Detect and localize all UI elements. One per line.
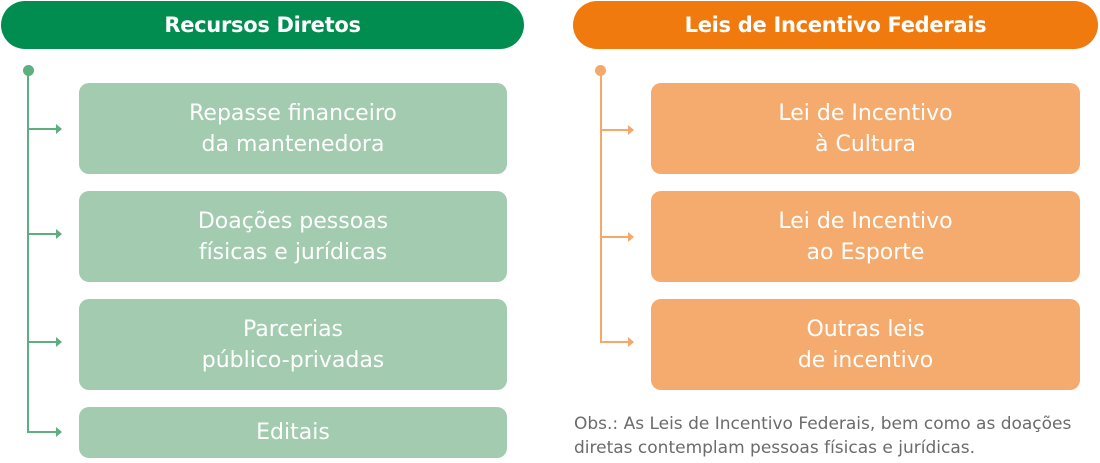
right-tree-trunk [600, 70, 602, 342]
box-doacoes: Doações pessoas físicas e jurídicas [79, 191, 507, 282]
right-branch-arrow [600, 232, 634, 242]
recursos-diretos-header: Recursos Diretos [1, 1, 524, 49]
right-branch-arrow [600, 125, 634, 135]
recursos-diretos-title: Recursos Diretos [164, 13, 361, 37]
box-parcerias: Parcerias público-privadas [79, 299, 507, 390]
box-label: Repasse financeiro da mantenedora [189, 100, 397, 157]
box-label: Editais [256, 420, 330, 445]
box-repasse-financeiro: Repasse financeiro da mantenedora [79, 83, 507, 174]
box-label: Doações pessoas físicas e jurídicas [197, 208, 389, 265]
box-editais: Editais [79, 407, 507, 458]
left-branch-arrow [27, 337, 62, 347]
left-tree-trunk [27, 70, 29, 432]
box-label: Lei de Incentivo ao Esporte [778, 208, 953, 265]
box-lei-esporte: Lei de Incentivo ao Esporte [651, 191, 1080, 282]
left-branch-arrow [27, 124, 62, 134]
observation-note: Obs.: As Leis de Incentivo Federais, bem… [574, 414, 1072, 458]
box-label: Parcerias público-privadas [201, 316, 385, 373]
left-branch-arrow [27, 427, 62, 437]
leis-incentivo-title: Leis de Incentivo Federais [684, 13, 987, 37]
box-label: Outras leis de incentivo [797, 316, 934, 373]
left-branch-arrow [27, 229, 62, 239]
right-branch-arrow [600, 337, 634, 347]
leis-incentivo-header: Leis de Incentivo Federais [573, 1, 1098, 49]
box-label: Lei de Incentivo à Cultura [778, 100, 953, 157]
box-lei-cultura: Lei de Incentivo à Cultura [651, 83, 1080, 174]
box-outras-leis: Outras leis de incentivo [651, 299, 1080, 390]
